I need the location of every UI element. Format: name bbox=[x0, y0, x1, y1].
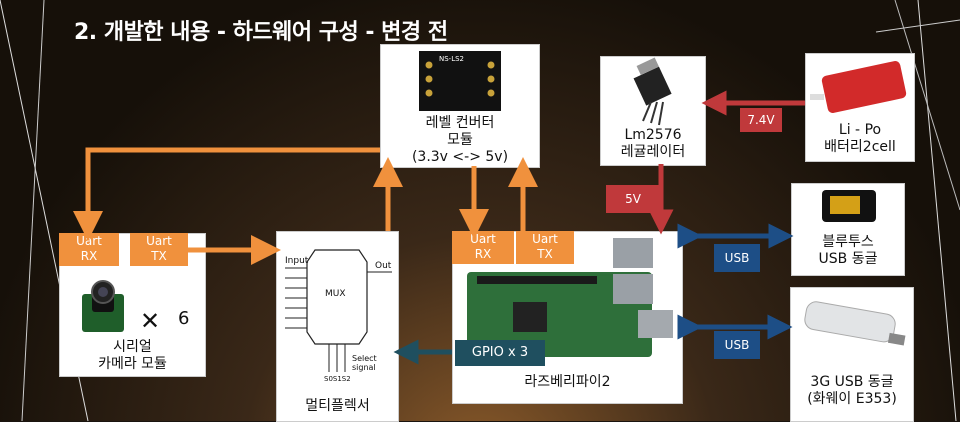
camera-image: ✕ bbox=[82, 280, 160, 335]
raspberry-pi-image bbox=[467, 238, 673, 357]
bluetooth-image bbox=[822, 190, 876, 222]
mux-label: 멀티플렉서 bbox=[305, 398, 370, 414]
level-converter-image bbox=[419, 51, 501, 111]
voltage-5v-tag: 5V bbox=[606, 185, 660, 213]
modem-box: 3G USB 동글(화웨이 E353) bbox=[790, 287, 914, 422]
level-converter-board-text: NS-LS2 bbox=[439, 55, 465, 63]
usb-bluetooth-tag: USB bbox=[714, 244, 760, 272]
voltage-7v-tag: 7.4V bbox=[740, 108, 782, 132]
modem-image bbox=[804, 301, 906, 346]
camera-count: 6 bbox=[178, 308, 190, 329]
page-title: 2. 개발한 내용 - 하드웨어 구성 - 변경 전 bbox=[74, 20, 448, 45]
battery-image bbox=[810, 61, 907, 113]
level-converter-label: 레벨 컨버터 모듈 (3.3v <-> 5v) bbox=[411, 115, 509, 165]
camera-label-line2: 카메라 모듈 bbox=[98, 356, 167, 372]
mux-input-label: Input bbox=[285, 256, 309, 266]
camera-label-line1: 시리얼 bbox=[113, 339, 152, 355]
modem-label: 3G USB 동글(화웨이 E353) bbox=[807, 374, 897, 407]
usb-modem-tag: USB bbox=[714, 331, 760, 359]
raspberry-pi-label: 라즈베리파이2 bbox=[524, 374, 611, 390]
gpio-tag: GPIO x 3 bbox=[455, 340, 545, 366]
wire-level-to-camera-rx bbox=[73, 147, 380, 241]
mux-name-label: MUX bbox=[325, 289, 346, 299]
mux-s-labels: S0S1S2 bbox=[324, 375, 351, 383]
regulator-image bbox=[633, 57, 672, 126]
level-converter-box: NS-LS2 레벨 컨버터 모듈 (3.3v <-> 5v) bbox=[380, 44, 540, 168]
camera-label: 시리얼 카메라 모듈 bbox=[60, 339, 205, 373]
svg-text:✕: ✕ bbox=[140, 307, 160, 335]
mux-diagram bbox=[285, 249, 392, 372]
mux-out-label: Out bbox=[375, 261, 392, 271]
